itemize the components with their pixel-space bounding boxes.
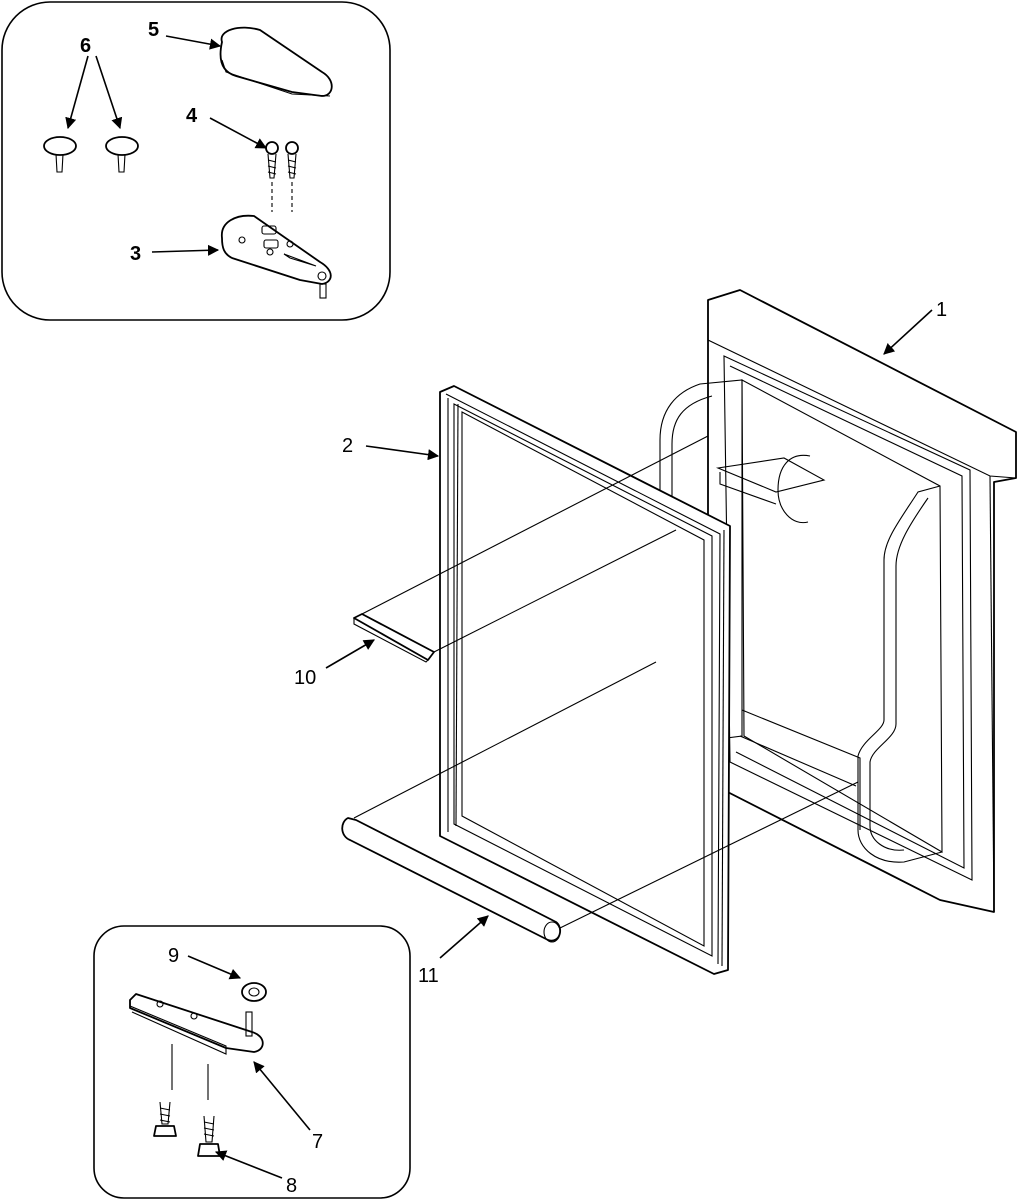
washer-part (241, 982, 267, 1002)
callout-8: 8 (286, 1175, 297, 1197)
screw-pair-part (265, 141, 299, 212)
callout-7: 7 (312, 1131, 323, 1153)
callout-3: 3 (130, 243, 141, 265)
hinge-plate-part (221, 214, 332, 299)
callout-9: 9 (168, 945, 179, 967)
hinge-inset-top: 5 4 3 6 (1, 1, 391, 321)
plug-pair-part (43, 136, 139, 173)
callout-6: 6 (80, 35, 91, 57)
callout-5: 5 (148, 19, 159, 41)
lower-trim-bar-part (341, 661, 859, 943)
hinge-cover-part (219, 26, 333, 97)
door-assembly: 1 2 10 11 (294, 289, 1017, 987)
bottom-hinge-part (129, 993, 264, 1100)
callout-4: 4 (186, 105, 198, 127)
upper-trim-bar-part (353, 435, 709, 663)
callout-2: 2 (342, 435, 353, 457)
door-gasket-part (439, 385, 731, 975)
hinge-inset-bottom: 9 7 8 (93, 925, 411, 1199)
door-part (631, 289, 1017, 913)
callout-10: 10 (294, 667, 316, 689)
callout-11: 11 (418, 965, 439, 987)
bottom-screw-pair-part (153, 1101, 221, 1157)
callout-1: 1 (936, 299, 947, 321)
